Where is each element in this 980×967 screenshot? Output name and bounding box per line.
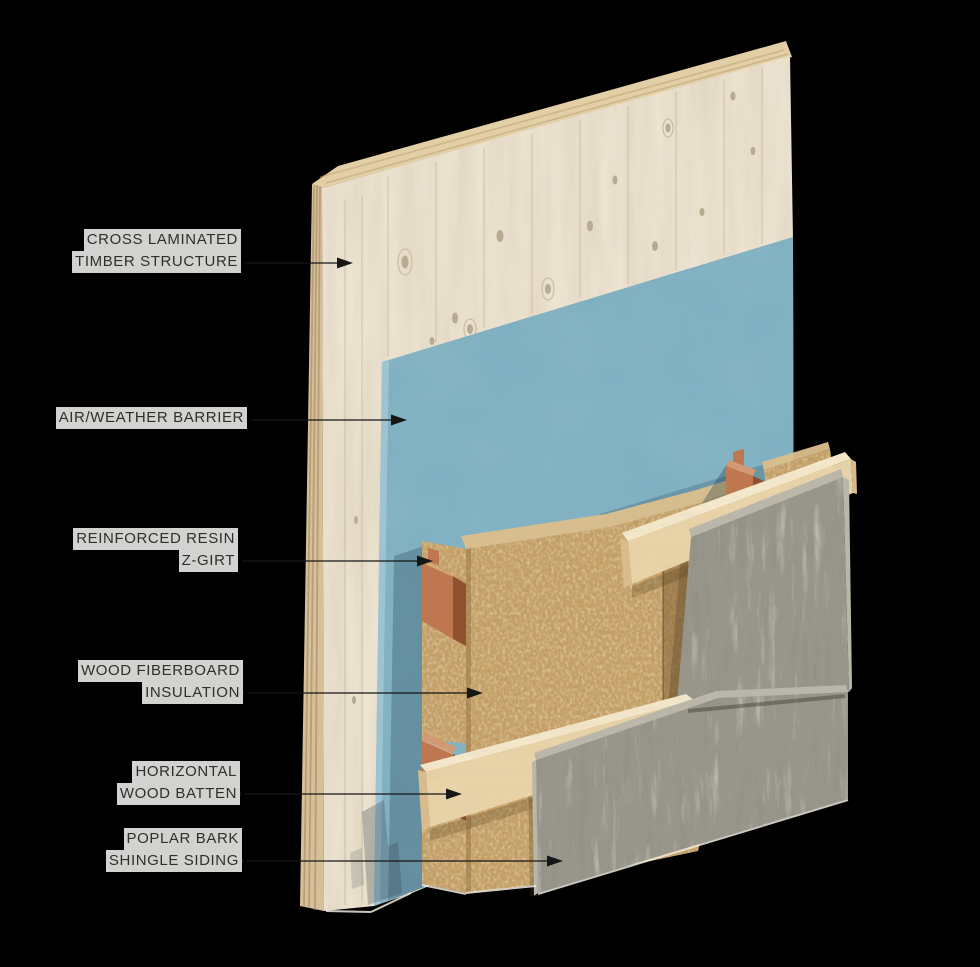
arrowhead-zgirt: [417, 555, 433, 567]
callout-insulation-line1: WOOD FIBERBOARD: [77, 660, 243, 682]
callout-clt-line2: TIMBER STRUCTURE: [72, 251, 241, 273]
arrowhead-insulation: [467, 687, 483, 699]
barrier-vertical-shadow: [388, 546, 424, 906]
arrowhead-batten: [446, 788, 462, 800]
clt-top-edge-face: [312, 41, 792, 188]
callout-barrier: AIR/WEATHER BARRIER: [0, 407, 247, 429]
callout-zgirt-line2: Z-GIRT: [178, 550, 238, 572]
bark-lower-left-sliver: [532, 760, 538, 896]
callout-zgirt-line1: REINFORCED RESIN: [73, 528, 238, 550]
callout-insulation: WOOD FIBERBOARD INSULATION: [0, 660, 243, 704]
callout-clt: CROSS LAMINATED TIMBER STRUCTURE: [0, 229, 241, 273]
bark-lower-top-sliver: [534, 685, 848, 760]
insulation-right-block-top-face: [762, 442, 830, 470]
z-girt-left-top-face-lower: [422, 733, 456, 753]
clt-top-edge-grain-lines: [319, 49, 789, 184]
insulation-left-jamb-shade: [466, 548, 471, 893]
callout-batten: HORIZONTAL WOOD BATTEN: [0, 761, 240, 805]
callout-siding-line2: SHINGLE SIDING: [105, 850, 242, 872]
callout-batten-line2: WOOD BATTEN: [116, 783, 240, 805]
clt-lamination-stripes: [303, 184, 321, 911]
bark-upper-right-sliver: [843, 477, 852, 692]
cast-shadow-bottom-left: [362, 800, 402, 905]
z-girt-left-edge-highlights: [421, 561, 454, 755]
callout-insulation-line2: INSULATION: [142, 682, 243, 704]
callout-siding: POPLAR BARK SHINGLE SIDING: [0, 828, 242, 872]
bark-edges: [532, 685, 848, 896]
z-girt-left-web-upper: [453, 576, 466, 646]
z-girt-right-shadow: [702, 462, 728, 508]
barrier-left-highlight: [374, 360, 389, 906]
upper-batten-shadow: [632, 560, 700, 598]
z-girt-left-flange-upper: [422, 562, 453, 639]
arrowhead-barrier: [391, 414, 407, 426]
bark-course-joint-shadow: [687, 694, 846, 713]
arrowhead-clt: [337, 257, 353, 269]
callout-barrier-line1: AIR/WEATHER BARRIER: [55, 407, 247, 429]
callout-clt-line1: CROSS LAMINATED: [83, 229, 241, 251]
cast-shadow-bottom-left-2: [350, 848, 364, 889]
leader-lines: [234, 257, 563, 867]
callout-batten-line1: HORIZONTAL: [132, 761, 240, 783]
arrowhead-siding: [547, 855, 563, 867]
bottom-edge-highlights: [325, 799, 849, 913]
insulation-top-face-band: [461, 477, 742, 549]
upper-bark-edge-shadow: [667, 537, 691, 721]
callout-zgirt: REINFORCED RESIN Z-GIRT: [0, 528, 238, 572]
callout-siding-line1: POPLAR BARK: [123, 828, 242, 850]
bark-upper-top-sliver: [689, 469, 843, 537]
z-girt-right-top-face: [726, 460, 756, 476]
